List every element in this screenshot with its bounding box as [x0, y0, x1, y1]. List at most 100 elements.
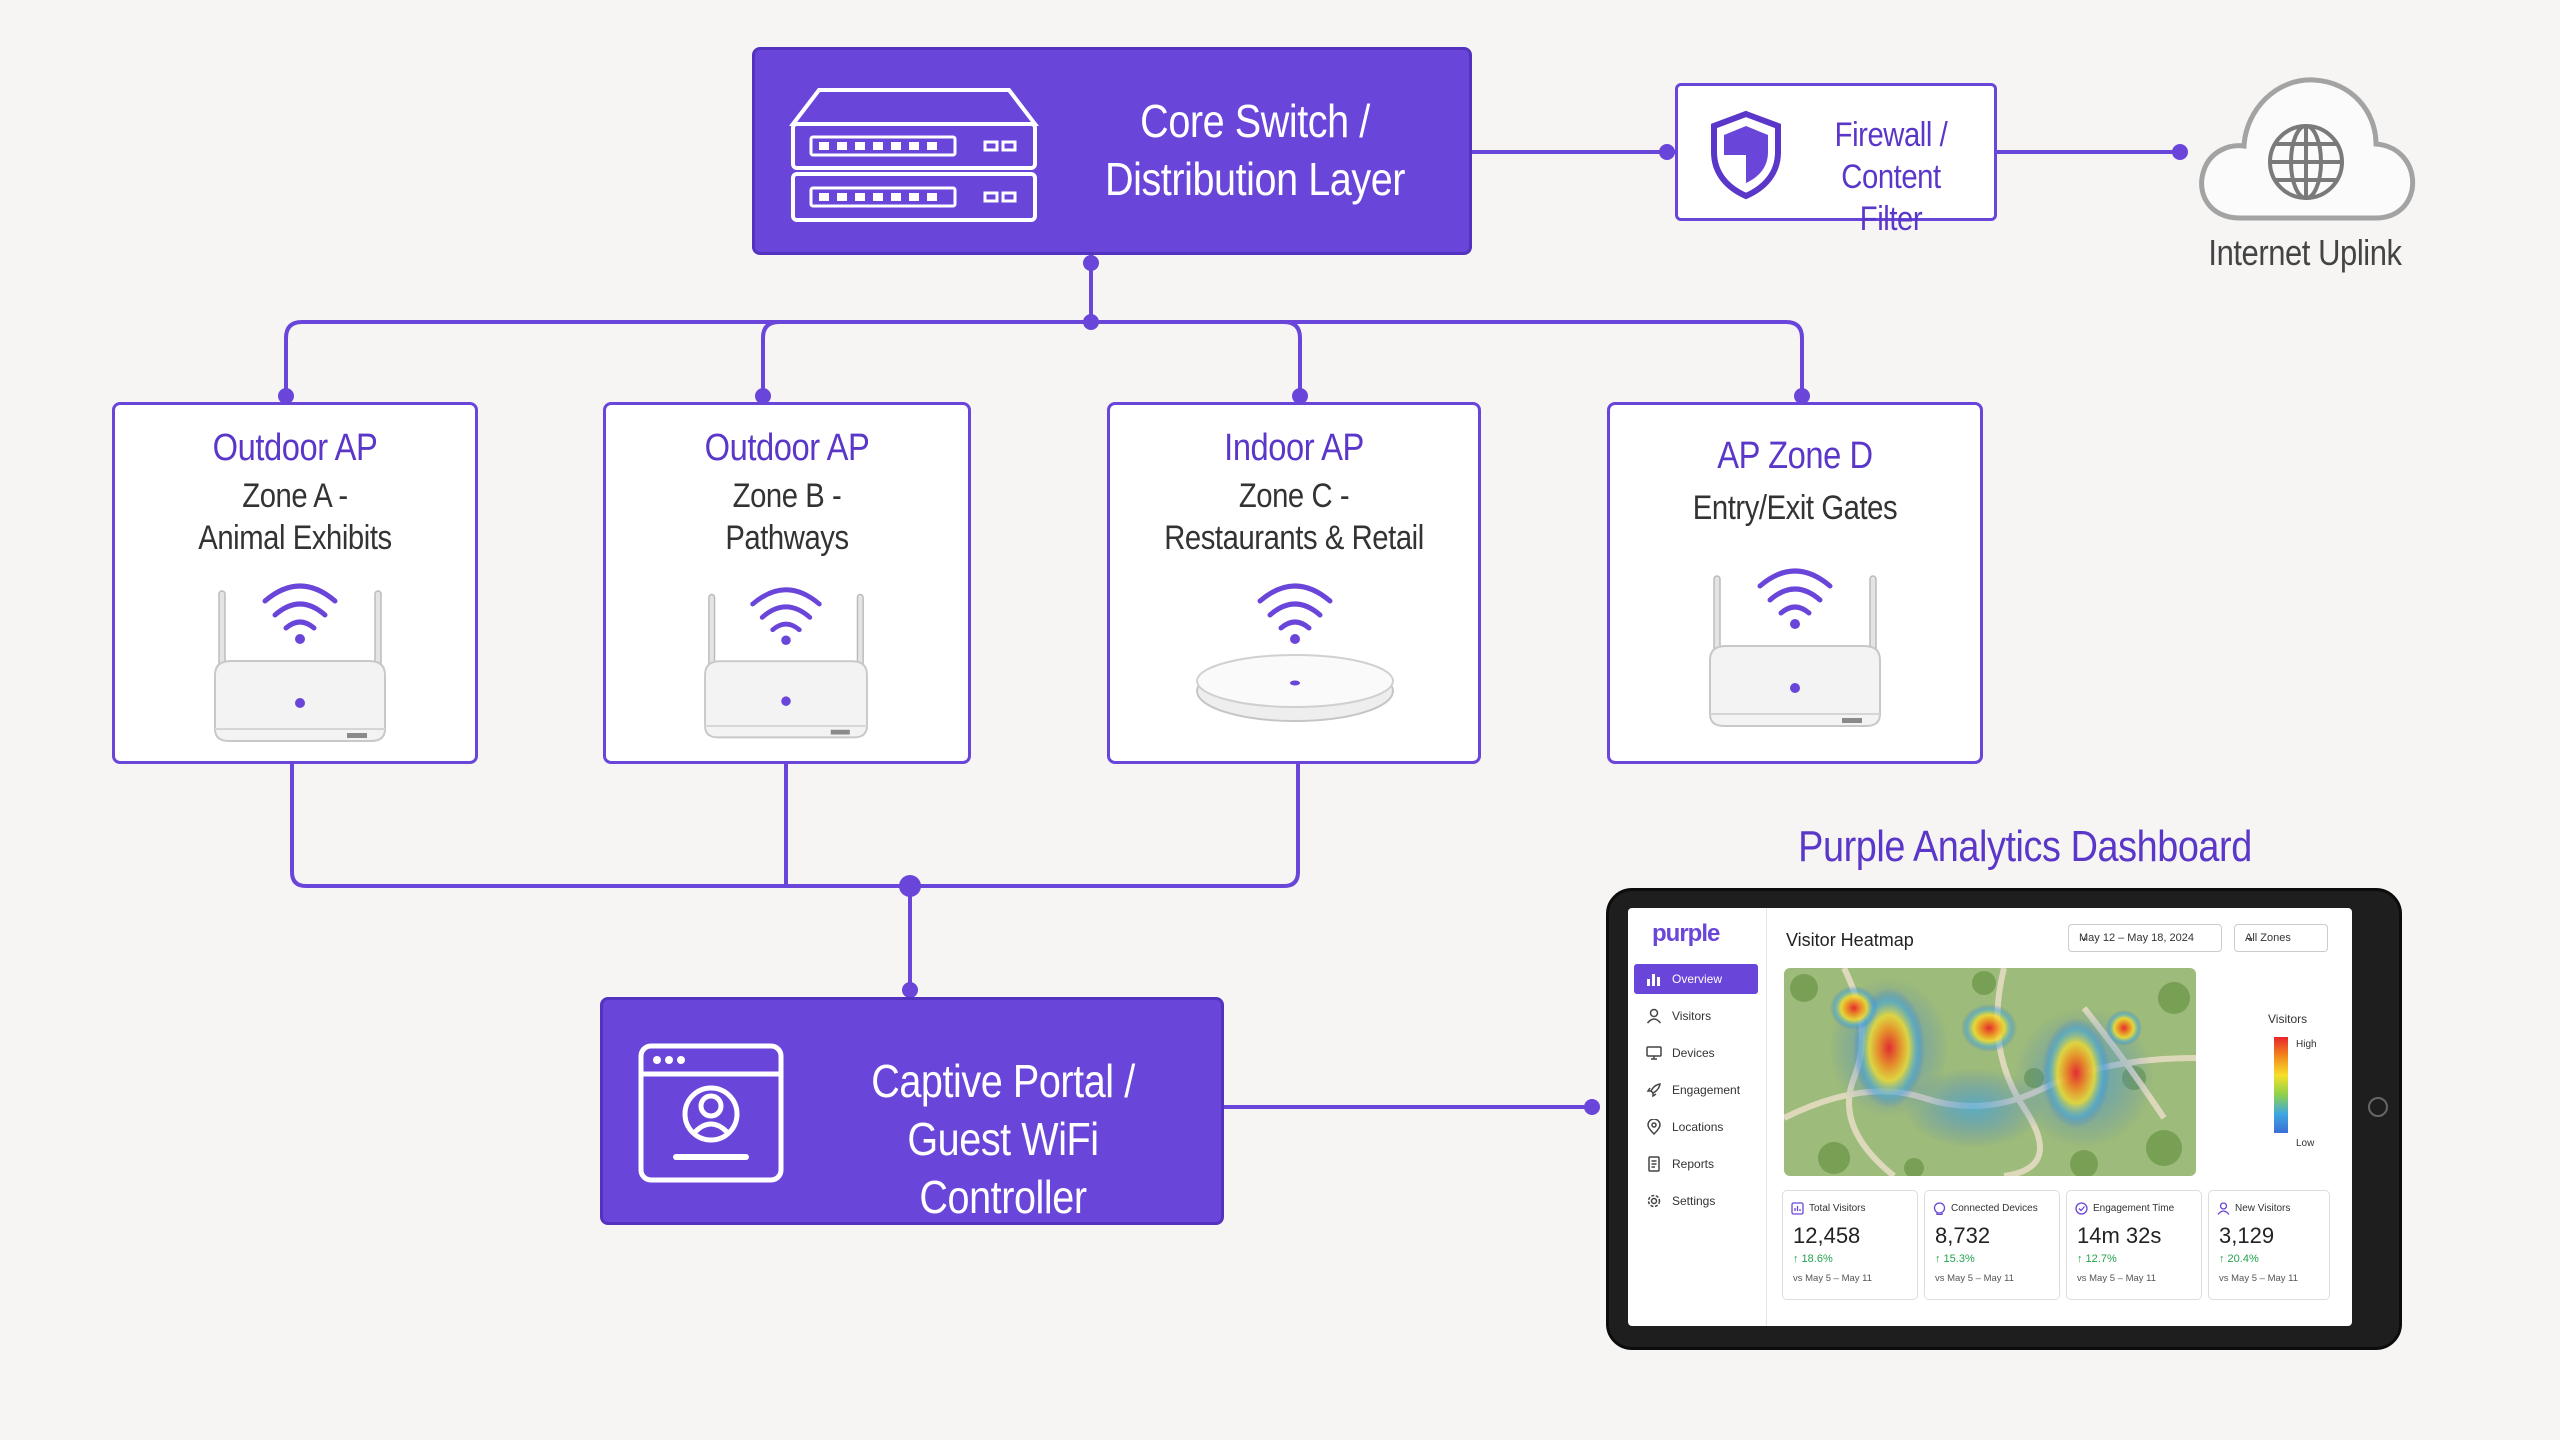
captive-portal-node: Captive Portal / Guest WiFi Controller: [600, 997, 1224, 1225]
zone-filter-value: All Zones: [2245, 932, 2291, 944]
kpi-compare: vs May 5 – May 11: [2219, 1273, 2299, 1284]
wifi-icon: [1257, 583, 1333, 631]
kpi-card-new-visitors[interactable]: New Visitors 3,129 ↑ 20.4% vs May 5 – Ma…: [2208, 1190, 2330, 1300]
nav-label: Devices: [1672, 1046, 1715, 1060]
ap-title: Outdoor AP: [212, 427, 378, 469]
monitor-icon: [1646, 1046, 1662, 1060]
dashboard-heading: Purple Analytics Dashboard: [1798, 822, 2252, 871]
firewall-node: Firewall / Content Filter: [1675, 83, 1997, 238]
bar-chart-icon: [1647, 974, 1660, 986]
kpi-value: 12,458: [1793, 1223, 1861, 1248]
user-icon: [1646, 1008, 1662, 1024]
nav-label: Overview: [1672, 972, 1723, 986]
nav-reports[interactable]: Reports: [1634, 1149, 1758, 1179]
wifi-icon: [262, 583, 338, 631]
date-range-value: May 12 – May 18, 2024: [2079, 932, 2194, 944]
check-circle-icon: [2075, 1202, 2088, 1215]
core-switch-line2: Distribution Layer: [1104, 153, 1406, 205]
chevron-down-icon: ⌄: [2079, 930, 2090, 944]
chevron-down-icon: ⌄: [2245, 930, 2256, 944]
ap-subtitle-line1: Zone B -: [732, 477, 842, 515]
core-switch-line1: Core Switch /: [1140, 95, 1370, 147]
device-icon: [1933, 1202, 1946, 1215]
ap-subtitle-line2: Pathways: [725, 519, 849, 557]
nav-engagement[interactable]: Engagement: [1634, 1075, 1758, 1105]
sidebar: purple Overview Visitors Devices Engagem…: [1628, 908, 1767, 1326]
legend-title: Visitors: [2268, 1012, 2308, 1026]
globe-icon: [2268, 124, 2344, 200]
nav-devices[interactable]: Devices: [1634, 1038, 1758, 1068]
browser-user-icon: [638, 1043, 784, 1183]
ap-subtitle-line1: Entry/Exit Gates: [1692, 489, 1898, 527]
cloud-icon: [2199, 77, 2416, 221]
core-switch-node: Core Switch / Distribution Layer: [752, 47, 1472, 255]
internet-uplink-label: Internet Uplink: [2208, 232, 2402, 273]
access-point-icon: [1709, 568, 1881, 727]
kpi-label: Engagement Time: [2093, 1203, 2175, 1214]
nav-label: Visitors: [1672, 1009, 1712, 1023]
ap-title: Indoor AP: [1224, 427, 1364, 469]
nav-locations[interactable]: Locations: [1634, 1112, 1758, 1142]
ap-title: Outdoor AP: [704, 427, 870, 469]
gear-icon: [1647, 1194, 1661, 1208]
firewall-line1: Firewall /: [1834, 116, 1948, 154]
nav-overview[interactable]: Overview: [1634, 964, 1758, 994]
nav-label: Locations: [1672, 1120, 1724, 1134]
user-icon: [2217, 1202, 2230, 1215]
core-switch-title: Core Switch / Distribution Layer: [1083, 92, 1427, 208]
nav-settings[interactable]: Settings: [1634, 1186, 1758, 1216]
ap-subtitle-line2: Animal Exhibits: [198, 519, 392, 557]
map-pin-icon: [1647, 1119, 1661, 1135]
portal-line1: Captive Portal /: [871, 1055, 1135, 1107]
kpi-compare: vs May 5 – May 11: [2077, 1273, 2157, 1284]
purple-logo: purple: [1652, 920, 1720, 947]
ceiling-access-point-icon: [1196, 583, 1394, 722]
heatmap-legend-bar: [2274, 1037, 2288, 1133]
kpi-card-engagement-time[interactable]: Engagement Time 14m 32s ↑ 12.7% vs May 5…: [2066, 1190, 2202, 1300]
kpi-delta: ↑ 20.4%: [2219, 1253, 2259, 1265]
ap-card-zone-d: AP Zone D Entry/Exit Gates: [1607, 402, 1983, 764]
kpi-compare: vs May 5 – May 11: [1793, 1273, 1873, 1284]
kpi-delta: ↑ 12.7%: [2077, 1253, 2117, 1265]
visitor-heatmap: [1784, 968, 2196, 1176]
nav-label: Settings: [1672, 1194, 1716, 1208]
ap-subtitle-line2: Restaurants & Retail: [1164, 519, 1424, 557]
network-switch-icon: [789, 88, 1039, 222]
kpi-card-total-visitors[interactable]: Total Visitors 12,458 ↑ 18.6% vs May 5 –…: [1782, 1190, 1918, 1300]
kpi-label: Connected Devices: [1951, 1203, 2038, 1214]
zone-filter-select[interactable]: All Zones ⌄: [2234, 924, 2328, 952]
kpi-value: 8,732: [1935, 1223, 1991, 1248]
kpi-value: 14m 32s: [2077, 1223, 2162, 1248]
legend-low: Low: [2296, 1138, 2315, 1149]
kpi-value: 3,129: [2219, 1223, 2275, 1248]
legend-high: High: [2296, 1039, 2317, 1050]
tablet-home-button[interactable]: [2368, 1097, 2388, 1117]
access-point-icon: [704, 587, 868, 739]
document-icon: [1648, 1156, 1660, 1172]
kpi-card-connected-devices[interactable]: Connected Devices 8,732 ↑ 15.3% vs May 5…: [1924, 1190, 2060, 1300]
kpi-compare: vs May 5 – May 11: [1935, 1273, 2015, 1284]
ap-card-zone-b: Outdoor AP Zone B - Pathways: [603, 402, 971, 764]
ap-subtitle-line1: Zone A -: [242, 477, 348, 515]
kpi-delta: ↑ 18.6%: [1793, 1253, 1833, 1265]
kpi-label: Total Visitors: [1809, 1203, 1866, 1214]
kpi-delta: ↑ 15.3%: [1935, 1253, 1975, 1265]
nav-label: Reports: [1672, 1157, 1715, 1171]
rocket-icon: [1646, 1083, 1661, 1098]
firewall-line2: Content Filter: [1841, 158, 1941, 238]
ap-card-zone-a: Outdoor AP Zone A - Animal Exhibits: [112, 402, 478, 764]
ap-card-zone-c: Indoor AP Zone C - Restaurants & Retail: [1107, 402, 1481, 764]
kpi-label: New Visitors: [2235, 1203, 2291, 1214]
nav-visitors[interactable]: Visitors: [1634, 1001, 1758, 1031]
wifi-icon: [750, 587, 822, 633]
wifi-icon: [1757, 568, 1833, 616]
ap-subtitle-line1: Zone C -: [1238, 477, 1350, 515]
date-range-select[interactable]: May 12 – May 18, 2024 ⌄: [2068, 924, 2222, 952]
access-point-icon: [214, 583, 386, 742]
nav-label: Engagement: [1672, 1083, 1741, 1097]
chart-icon: [1791, 1202, 1804, 1215]
shield-icon: [1711, 110, 1781, 200]
portal-line2: Guest WiFi Controller: [907, 1113, 1099, 1223]
ap-title: AP Zone D: [1717, 435, 1873, 477]
dashboard-screen: purple Overview Visitors Devices Engagem…: [1628, 908, 2352, 1326]
